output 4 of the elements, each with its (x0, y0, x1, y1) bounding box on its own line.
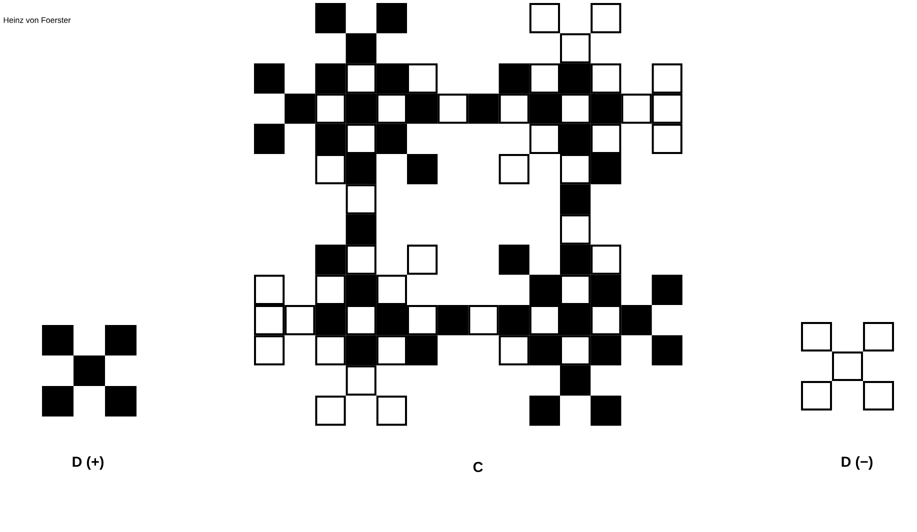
figure-label: D (−) (842, 456, 872, 470)
author-name: Heinz von Foerster (4, 17, 71, 23)
figure-label: C (473, 462, 483, 472)
figure-label: D (+) (72, 456, 104, 470)
